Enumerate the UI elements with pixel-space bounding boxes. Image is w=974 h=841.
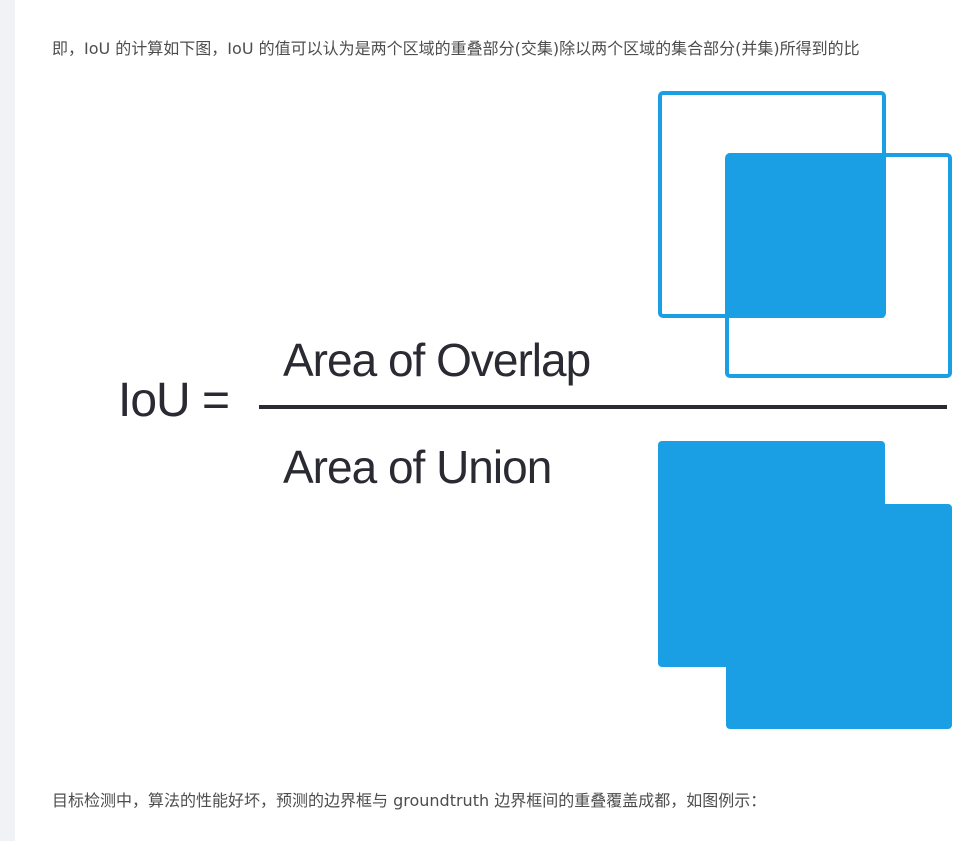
- overlap-filled-square: [727, 153, 885, 318]
- overlap-diagram: [658, 91, 952, 378]
- box-a-outline: [658, 91, 886, 318]
- left-gutter: [0, 0, 15, 841]
- iou-diagram: [259, 91, 952, 729]
- union-square-b: [726, 504, 952, 729]
- union-diagram: [658, 441, 952, 729]
- iou-label: IoU =: [118, 374, 230, 427]
- numerator-label: Area of Overlap: [283, 334, 591, 386]
- iou-figure: IoU = Area of Overlap Area of Union: [100, 80, 974, 740]
- intro-paragraph: 即，IoU 的计算如下图，IoU 的值可以认为是两个区域的重叠部分(交集)除以两…: [52, 39, 860, 58]
- box-b-outline: [725, 153, 952, 378]
- outro-paragraph: 目标检测中，算法的性能好坏，预测的边界框与 groundtruth 边界框间的重…: [52, 791, 767, 810]
- denominator-label: Area of Union: [283, 441, 552, 493]
